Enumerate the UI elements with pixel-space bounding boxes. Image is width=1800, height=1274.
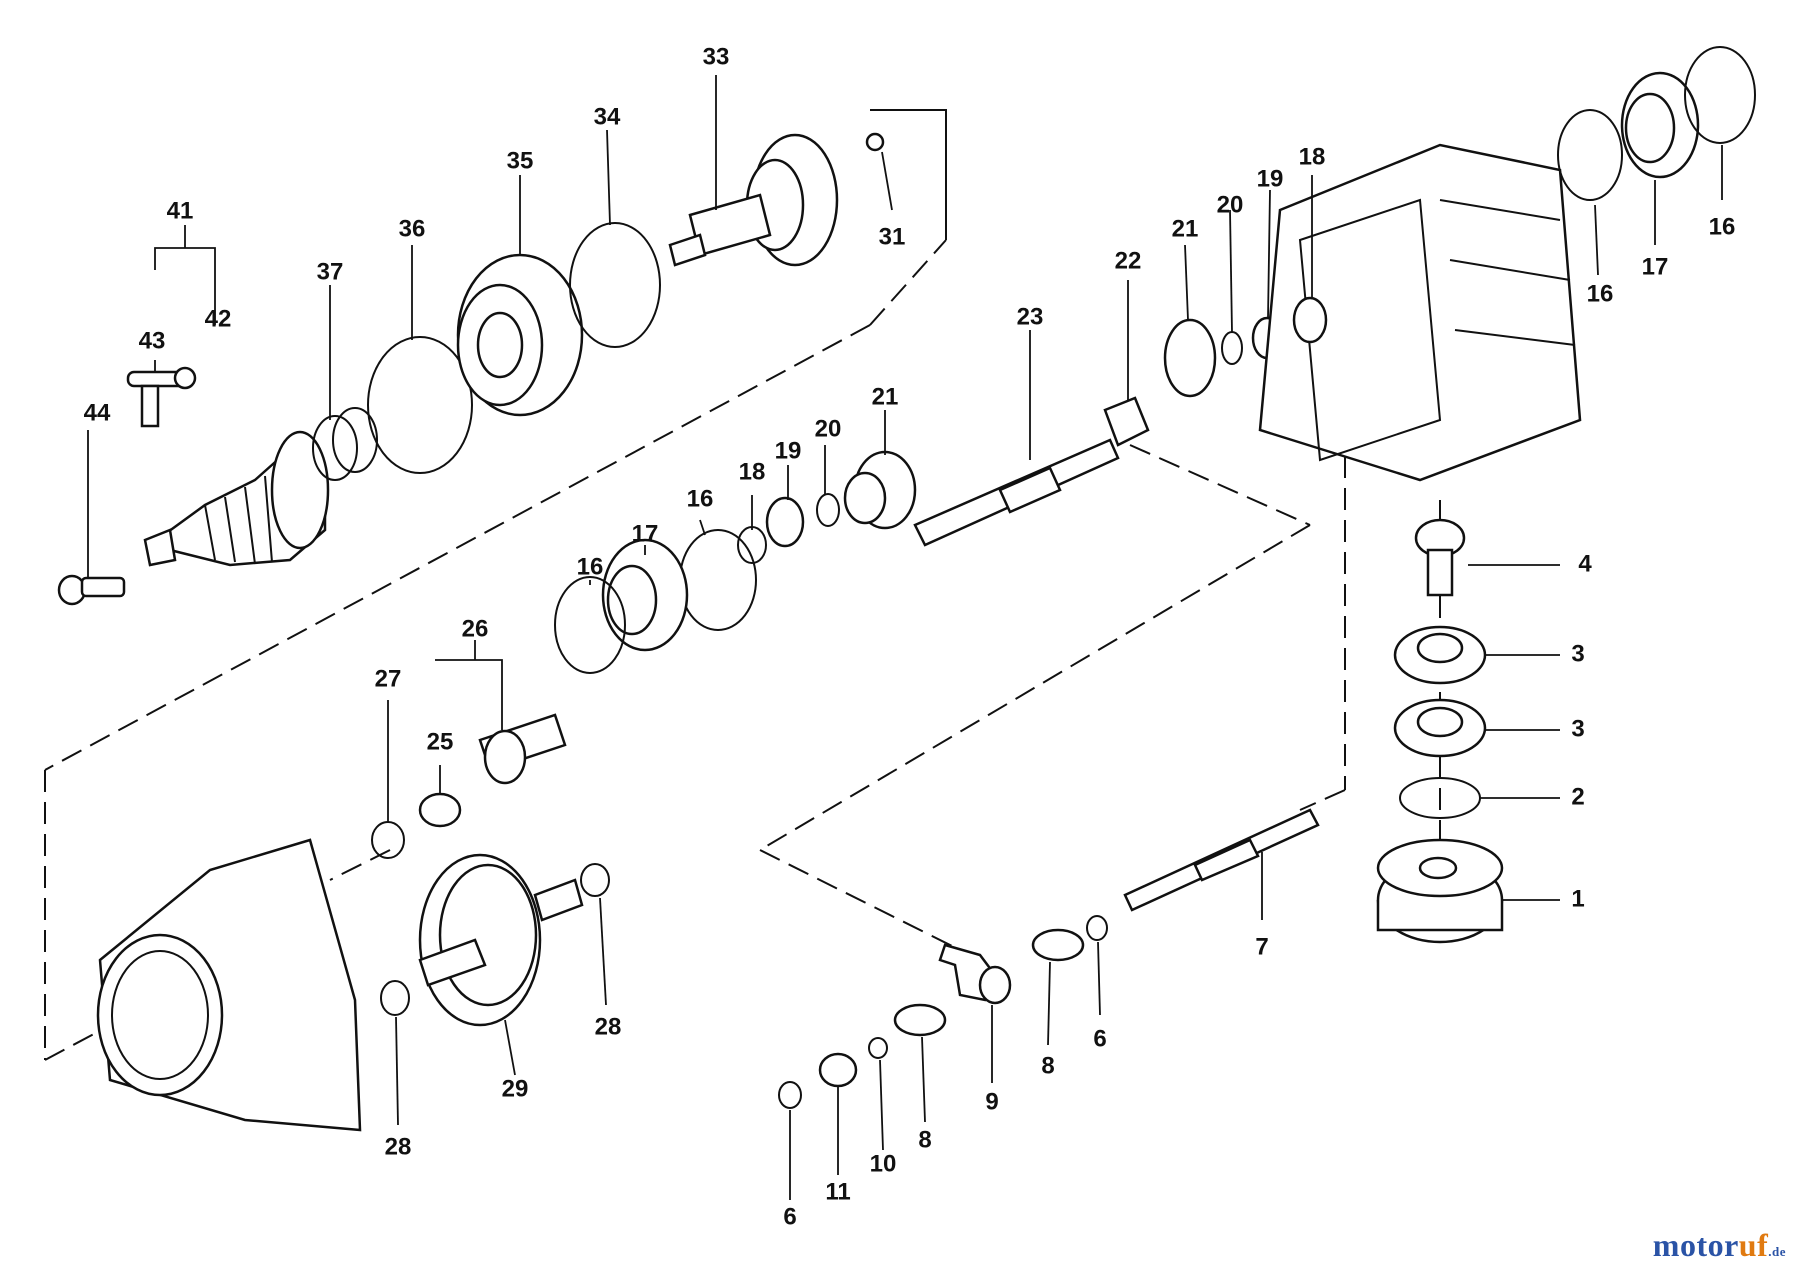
bevel-pinion-4 — [1414, 518, 1466, 597]
retaining-ring-16-left — [554, 576, 626, 674]
label-17-right: 17 — [1642, 253, 1669, 280]
spring-ring-37 — [312, 407, 378, 481]
label-18-upper: 18 — [1299, 143, 1326, 170]
washer-6-lower — [778, 1081, 802, 1109]
label-16-left: 16 — [577, 553, 604, 580]
gearbox-front-housing — [96, 838, 362, 1132]
label-34: 34 — [594, 103, 621, 130]
label-33: 33 — [703, 43, 730, 70]
large-gear-29 — [418, 853, 584, 1027]
ball-31 — [865, 132, 885, 152]
label-36: 36 — [399, 215, 426, 242]
label-22: 22 — [1115, 247, 1142, 274]
label-16-right: 16 — [1587, 280, 1614, 307]
label-16-far-right: 16 — [1709, 213, 1736, 240]
bearing-3-upper — [1393, 625, 1487, 685]
label-29: 29 — [502, 1075, 529, 1102]
label-27: 27 — [375, 665, 402, 692]
label-4: 4 — [1578, 550, 1592, 577]
label-43: 43 — [139, 327, 166, 354]
label-25: 25 — [427, 728, 454, 755]
washer-28-left — [380, 980, 410, 1016]
label-37: 37 — [317, 258, 344, 285]
label-20-upper: 20 — [1217, 191, 1244, 218]
shift-fork-9 — [938, 943, 1012, 1005]
label-23: 23 — [1017, 303, 1044, 330]
watermark-part3: .de — [1768, 1244, 1786, 1259]
label-41: 41 — [167, 197, 194, 224]
ring-34 — [569, 222, 661, 348]
part-number-labels: 33 34 35 36 37 41 42 43 44 31 18 19 20 2… — [84, 43, 1736, 1230]
label-28-left: 28 — [385, 1133, 412, 1160]
pin-25 — [418, 792, 462, 828]
label-21-middle: 21 — [872, 383, 899, 410]
shift-rod-7 — [1123, 808, 1320, 912]
retaining-ring-16-middle — [679, 529, 757, 631]
bearing-17-right — [1620, 71, 1700, 179]
washer-20-middle — [816, 493, 840, 527]
chuck-key — [126, 366, 197, 428]
label-1: 1 — [1571, 885, 1584, 912]
bevel-gear-21-middle — [843, 450, 917, 530]
bevel-gear-21-upper — [1163, 318, 1217, 398]
label-16-middle: 16 — [687, 485, 714, 512]
washer-27 — [371, 821, 405, 859]
label-19-middle: 19 — [775, 437, 802, 464]
washer-28-right — [580, 863, 610, 897]
bearing-35 — [456, 253, 584, 417]
label-3-upper: 3 — [1571, 640, 1584, 667]
clutch-22 — [1103, 396, 1150, 447]
pinion-shaft-26 — [478, 713, 567, 785]
spring-8-lower — [893, 1003, 947, 1037]
drill-chuck — [143, 430, 330, 567]
bearing-3-lower — [1393, 698, 1487, 758]
label-31: 31 — [879, 223, 906, 250]
gear-shaft-33 — [668, 133, 839, 267]
spring-8-upper — [1031, 928, 1085, 962]
bushing-11 — [818, 1052, 858, 1088]
label-11: 11 — [825, 1178, 850, 1205]
washer-10 — [868, 1037, 888, 1059]
washer-6-upper — [1086, 915, 1108, 941]
label-21-upper: 21 — [1172, 215, 1199, 242]
gear-housing — [1258, 143, 1582, 482]
label-20-middle: 20 — [815, 415, 842, 442]
leader-lines — [87, 75, 1723, 1200]
watermark-logo: motoruf.de — [1653, 1227, 1786, 1264]
label-42: 42 — [205, 305, 232, 332]
label-8-upper: 8 — [1041, 1052, 1054, 1079]
watermark-part2: uf — [1738, 1227, 1769, 1263]
label-7: 7 — [1255, 933, 1268, 960]
label-8-lower: 8 — [918, 1126, 931, 1153]
retaining-ring-36 — [367, 336, 473, 474]
retaining-ring-16-right — [1557, 109, 1623, 201]
label-6-upper: 6 — [1093, 1025, 1106, 1052]
label-26: 26 — [462, 615, 489, 642]
label-9: 9 — [985, 1088, 998, 1115]
needle-bearing-19-middle — [765, 496, 805, 548]
cup-1 — [1376, 838, 1504, 944]
watermark-part1: motor — [1652, 1227, 1739, 1263]
label-3-lower: 3 — [1571, 715, 1584, 742]
label-17-middle: 17 — [632, 520, 659, 547]
label-35: 35 — [507, 147, 534, 174]
label-19-upper: 19 — [1257, 165, 1284, 192]
bearing-17-middle — [601, 538, 689, 652]
label-2: 2 — [1571, 783, 1584, 810]
label-28-right: 28 — [595, 1013, 622, 1040]
label-10: 10 — [870, 1150, 897, 1177]
chuck-screw — [57, 574, 126, 606]
main-shaft-23 — [913, 438, 1120, 547]
washer-20-upper — [1221, 331, 1243, 365]
retaining-ring-16-far-right — [1684, 46, 1756, 144]
label-6-lower: 6 — [783, 1203, 796, 1230]
label-44: 44 — [84, 399, 111, 426]
label-18-middle: 18 — [739, 458, 766, 485]
